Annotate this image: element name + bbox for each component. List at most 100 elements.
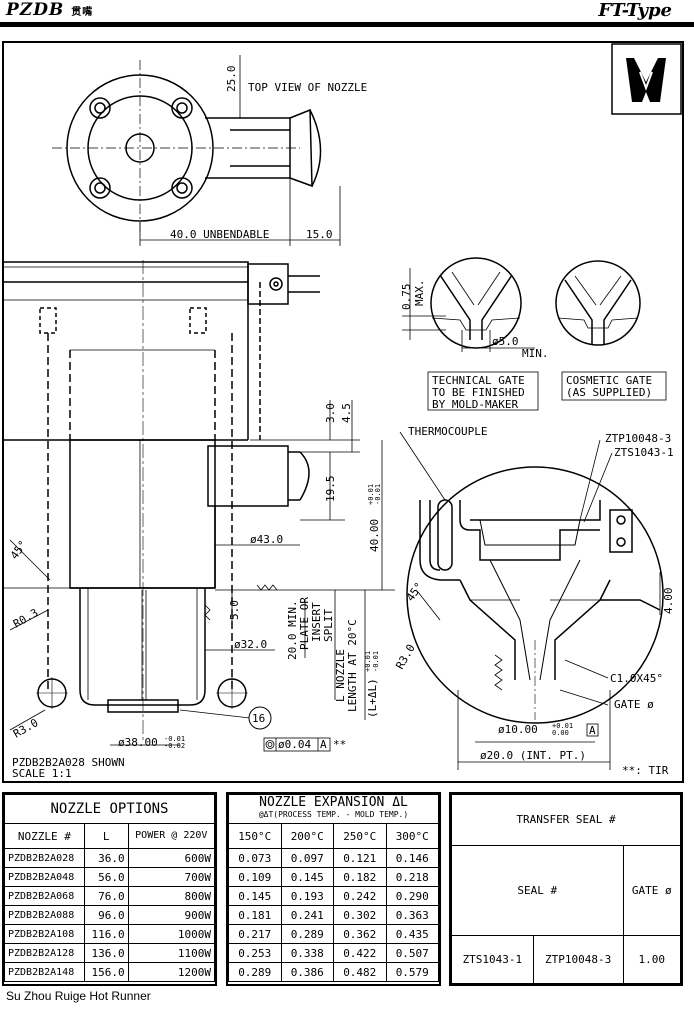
table-cell: 0.145 xyxy=(228,886,282,906)
dim-5: 5.0 xyxy=(228,600,241,620)
tol-l-up: +0.01 xyxy=(364,651,372,672)
l-nozzle-length: LENGTH AT 20°C xyxy=(346,619,359,712)
dim-phi43: ø43.0 xyxy=(250,533,283,546)
tol-38-up: -0.01 xyxy=(164,735,185,743)
table-cell: 0.241 xyxy=(280,905,334,925)
table-cell: 0.338 xyxy=(280,943,334,963)
col-l: L xyxy=(83,823,129,849)
nozzle-section xyxy=(2,260,320,740)
c1-label: C1.0X45° xyxy=(610,672,663,685)
table-cell: 0.289 xyxy=(280,924,334,944)
top-view-dims xyxy=(139,55,341,246)
dim-15: 15.0 xyxy=(306,228,333,241)
table-cell: 76.0 xyxy=(83,886,129,906)
cosmetic-gate-2: (AS SUPPLIED) xyxy=(566,386,652,399)
table-cell: 56.0 xyxy=(83,867,129,887)
tir-mark: ** xyxy=(333,738,346,751)
concentricity-value: ø0.04 xyxy=(278,738,311,751)
dim-40-unbendable: 40.0 UNBENDABLE xyxy=(170,228,269,241)
top-view-label: TOP VIEW OF NOZZLE xyxy=(248,81,367,94)
dim-phi10: ø10.00 xyxy=(498,723,538,736)
expansion-subtitle: @ΔT(PROCESS TEMP. - MOLD TEMP.) xyxy=(258,810,409,819)
datum-a: A xyxy=(589,724,596,737)
table-cell: 1100W xyxy=(127,943,216,963)
table-cell: 800W xyxy=(127,886,216,906)
header-rule xyxy=(0,22,694,27)
zts-label: ZTS1043-1 xyxy=(614,446,674,459)
technical-gate-1: TECHNICAL GATE xyxy=(432,374,525,387)
thermocouple-label: THERMOCOUPLE xyxy=(408,425,487,438)
technical-gate-box xyxy=(427,371,539,411)
gate-details xyxy=(430,257,641,349)
table-cell: PZDB2B2A088 xyxy=(4,905,85,925)
table-cell: 0.302 xyxy=(333,905,387,925)
table-cell: PZDB2B2A128 xyxy=(4,943,85,963)
datum-a-box xyxy=(586,723,599,737)
table-cell: PZDB2B2A108 xyxy=(4,924,85,944)
table-cell: PZDB2B2A048 xyxy=(4,867,85,887)
table-cell: 0.422 xyxy=(333,943,387,963)
l-delta: (L+ΔL) xyxy=(366,678,379,718)
seal-detail xyxy=(406,466,664,724)
table-cell: 156.0 xyxy=(83,962,129,982)
table-cell: 0.121 xyxy=(333,848,387,868)
col-power: POWER @ 220V xyxy=(127,823,216,849)
brand-logo: PZDB 贯嘴 xyxy=(6,0,93,20)
seal-gate: 1.00 xyxy=(622,934,682,985)
tol-40-low: -0.01 xyxy=(374,484,382,505)
dim-phi20: ø20.0 (INT. PT.) xyxy=(480,749,586,762)
table-cell: 0.482 xyxy=(333,962,387,982)
table-cell: 0.386 xyxy=(280,962,334,982)
table-cell: 96.0 xyxy=(83,905,129,925)
l-nozzle: L NOZZLE xyxy=(334,649,347,702)
technical-gate-2: TO BE FINISHED xyxy=(432,386,525,399)
col-300: 300°C xyxy=(385,823,439,849)
nozzle-options-title: NOZZLE OPTIONS xyxy=(4,794,215,824)
table-cell: 0.109 xyxy=(228,867,282,887)
table-cell: 116.0 xyxy=(83,924,129,944)
table-cell: 0.507 xyxy=(385,943,439,963)
col-200: 200°C xyxy=(280,823,334,849)
tol-38-low: -0.02 xyxy=(164,742,185,750)
dim-25: 25.0 xyxy=(225,66,238,93)
table-cell: 0.182 xyxy=(333,867,387,887)
surface-marks xyxy=(204,584,278,621)
tol-40-up: +0.01 xyxy=(367,484,375,505)
balloon-16: 16 xyxy=(248,706,272,730)
expansion-title: NOZZLE EXPANSION ΔL xyxy=(259,795,408,810)
company-logo xyxy=(611,43,682,115)
table-cell: 0.253 xyxy=(228,943,282,963)
nozzle-options-table: NOZZLE OPTIONS NOZZLE # L POWER @ 220V P… xyxy=(2,792,217,986)
dim-075: 0.75 xyxy=(400,284,413,311)
table-cell: 0.362 xyxy=(333,924,387,944)
footer-company: Su Zhou Ruige Hot Runner xyxy=(6,989,151,1003)
table-cell: 0.363 xyxy=(385,905,439,925)
table-cell: 700W xyxy=(127,867,216,887)
max-label: MAX. xyxy=(413,280,426,307)
table-cell: 900W xyxy=(127,905,216,925)
tol-10-up: +0.01 xyxy=(552,722,573,730)
table-cell: 0.435 xyxy=(385,924,439,944)
table-cell: 0.289 xyxy=(228,962,282,982)
detail-leaders xyxy=(399,431,661,770)
type-title: FT-Type xyxy=(598,0,672,21)
transfer-seal-title: TRANSFER SEAL # xyxy=(451,794,681,846)
plate-split-3: INSERT xyxy=(310,602,323,642)
shown-label: PZDB2B2A028 SHOWN xyxy=(12,756,125,769)
dim-phi5: ø5.0 xyxy=(492,335,519,348)
dim-40: 40.00 xyxy=(368,519,381,552)
ztp-label: ZTP10048-3 xyxy=(605,432,671,445)
col-nozzle: NOZZLE # xyxy=(4,823,85,849)
table-cell: 0.073 xyxy=(228,848,282,868)
section-dims xyxy=(9,400,395,746)
